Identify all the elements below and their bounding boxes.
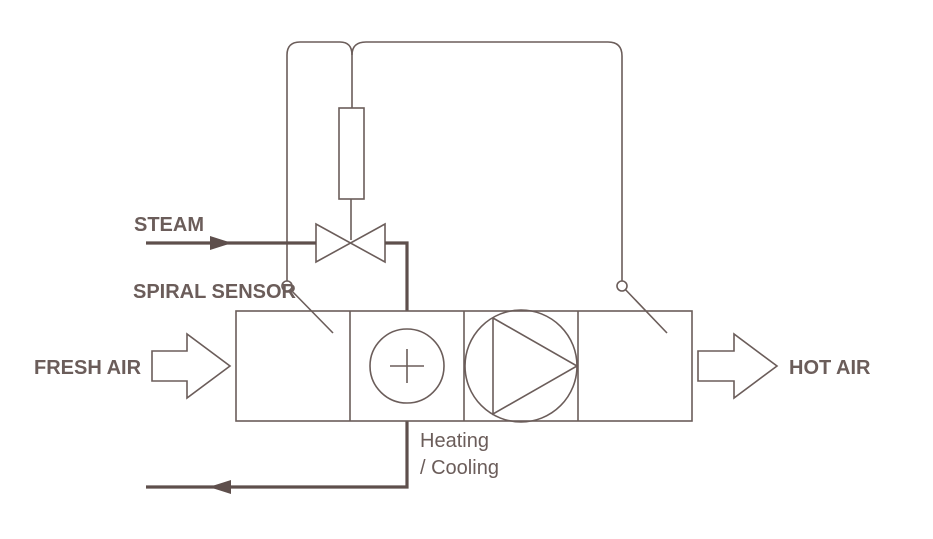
fresh-air-arrow xyxy=(151,332,232,400)
hot-air-label: HOT AIR xyxy=(789,357,871,379)
sensor-probe-right xyxy=(621,285,668,334)
control-wire-left xyxy=(286,41,353,286)
steam-label: STEAM xyxy=(134,214,204,236)
heating-label: Heating xyxy=(420,430,489,452)
spiral-sensor-label: SPIRAL SENSOR xyxy=(133,281,297,303)
fresh-air-label: FRESH AIR xyxy=(34,357,142,379)
steam-to-unit-line xyxy=(385,241,409,311)
sensor-right xyxy=(616,280,628,292)
fan-icon xyxy=(464,309,578,423)
valve-actuator xyxy=(338,107,365,200)
hot-air-arrow xyxy=(697,332,779,400)
return-line xyxy=(146,421,409,489)
steam-valve xyxy=(315,222,386,264)
control-wire-right xyxy=(351,41,623,286)
spiral-sensor-left xyxy=(281,280,293,292)
spiral-sensor-probe-left xyxy=(286,285,334,334)
return-arrow-head xyxy=(209,480,231,494)
heating-coil-icon xyxy=(369,328,445,404)
cooling-label: / Cooling xyxy=(420,457,499,479)
steam-arrow-head xyxy=(210,236,232,250)
fan-triangle xyxy=(492,317,579,416)
